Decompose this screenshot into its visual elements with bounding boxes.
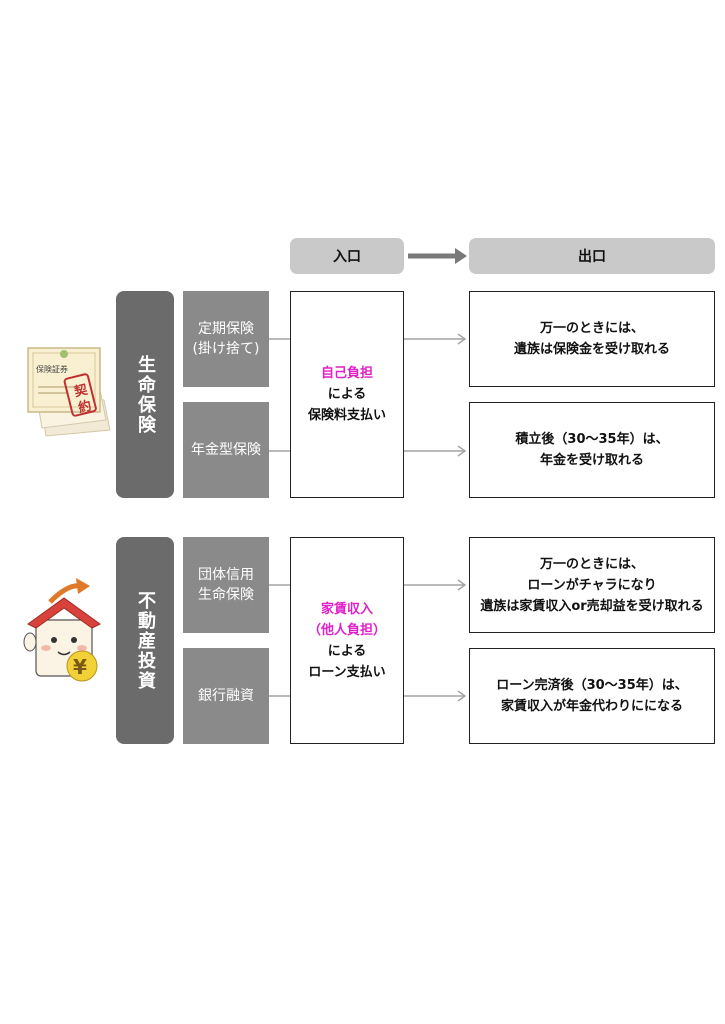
insurance-certificate-icon: 保険証券 契 約: [24, 340, 112, 440]
entry-line: 家賃収入: [320, 601, 373, 617]
type-term-insurance: 定期保険 (掛け捨て): [183, 291, 269, 387]
category-life-insurance: 生命保険: [116, 291, 174, 498]
exit-line: 遺族は保険金を受け取れる: [513, 342, 670, 357]
exit-line: 遺族は家賃収入or売却益を受け取れる: [480, 598, 704, 614]
entry-line: ローン支払い: [308, 664, 386, 680]
entry-line: による: [327, 387, 367, 402]
exit-header: 出口: [469, 238, 715, 274]
exit-box-death-benefit: 万一のときには、 遺族は保険金を受け取れる: [469, 291, 715, 387]
entry-box-real-estate: 家賃収入 （他人負担） による ローン支払い: [290, 537, 404, 744]
type-group-credit-life-insurance: 団体信用 生命保険: [183, 537, 269, 633]
type-annuity-insurance: 年金型保険: [183, 402, 269, 498]
exit-line: 万一のときには、: [539, 556, 644, 572]
entry-line: （他人負担）: [307, 622, 386, 638]
exit-line: ローン完済後（30～35年）は、: [496, 678, 688, 693]
exit-line: 万一のときには、: [539, 321, 644, 336]
exit-box-annuity: 積立後（30～35年）は、 年金を受け取れる: [469, 402, 715, 498]
entry-box-life-insurance: 自己負担 による 保険料支払い: [290, 291, 404, 498]
entry-line: 保険料支払い: [307, 408, 386, 423]
category-real-estate-investment: 不動産投資: [116, 537, 174, 744]
flow-lines: [269, 333, 467, 702]
yen-symbol: ¥: [73, 655, 87, 679]
type-bank-loan: 銀行融資: [183, 648, 269, 744]
entry-line: による: [327, 643, 367, 659]
exit-line: 年金を受け取れる: [539, 453, 644, 468]
entry-line: 自己負担: [320, 366, 373, 381]
exit-box-rental-income-pension: ローン完済後（30～35年）は、 家賃収入が年金代わりにになる: [469, 648, 715, 744]
certificate-title: 保険証券: [36, 365, 68, 374]
exit-line: 家賃収入が年金代わりにになる: [500, 699, 683, 714]
entry-header: 入口: [290, 238, 404, 274]
house-yen-icon: ¥: [20, 572, 112, 690]
exit-line: 積立後（30～35年）は、: [515, 432, 669, 447]
exit-box-loan-forgiven: 万一のときには、 ローンがチャラになり 遺族は家賃収入or売却益を受け取れる: [469, 537, 715, 633]
exit-line: ローンがチャラになり: [527, 577, 657, 593]
header-arrow: [408, 248, 467, 264]
